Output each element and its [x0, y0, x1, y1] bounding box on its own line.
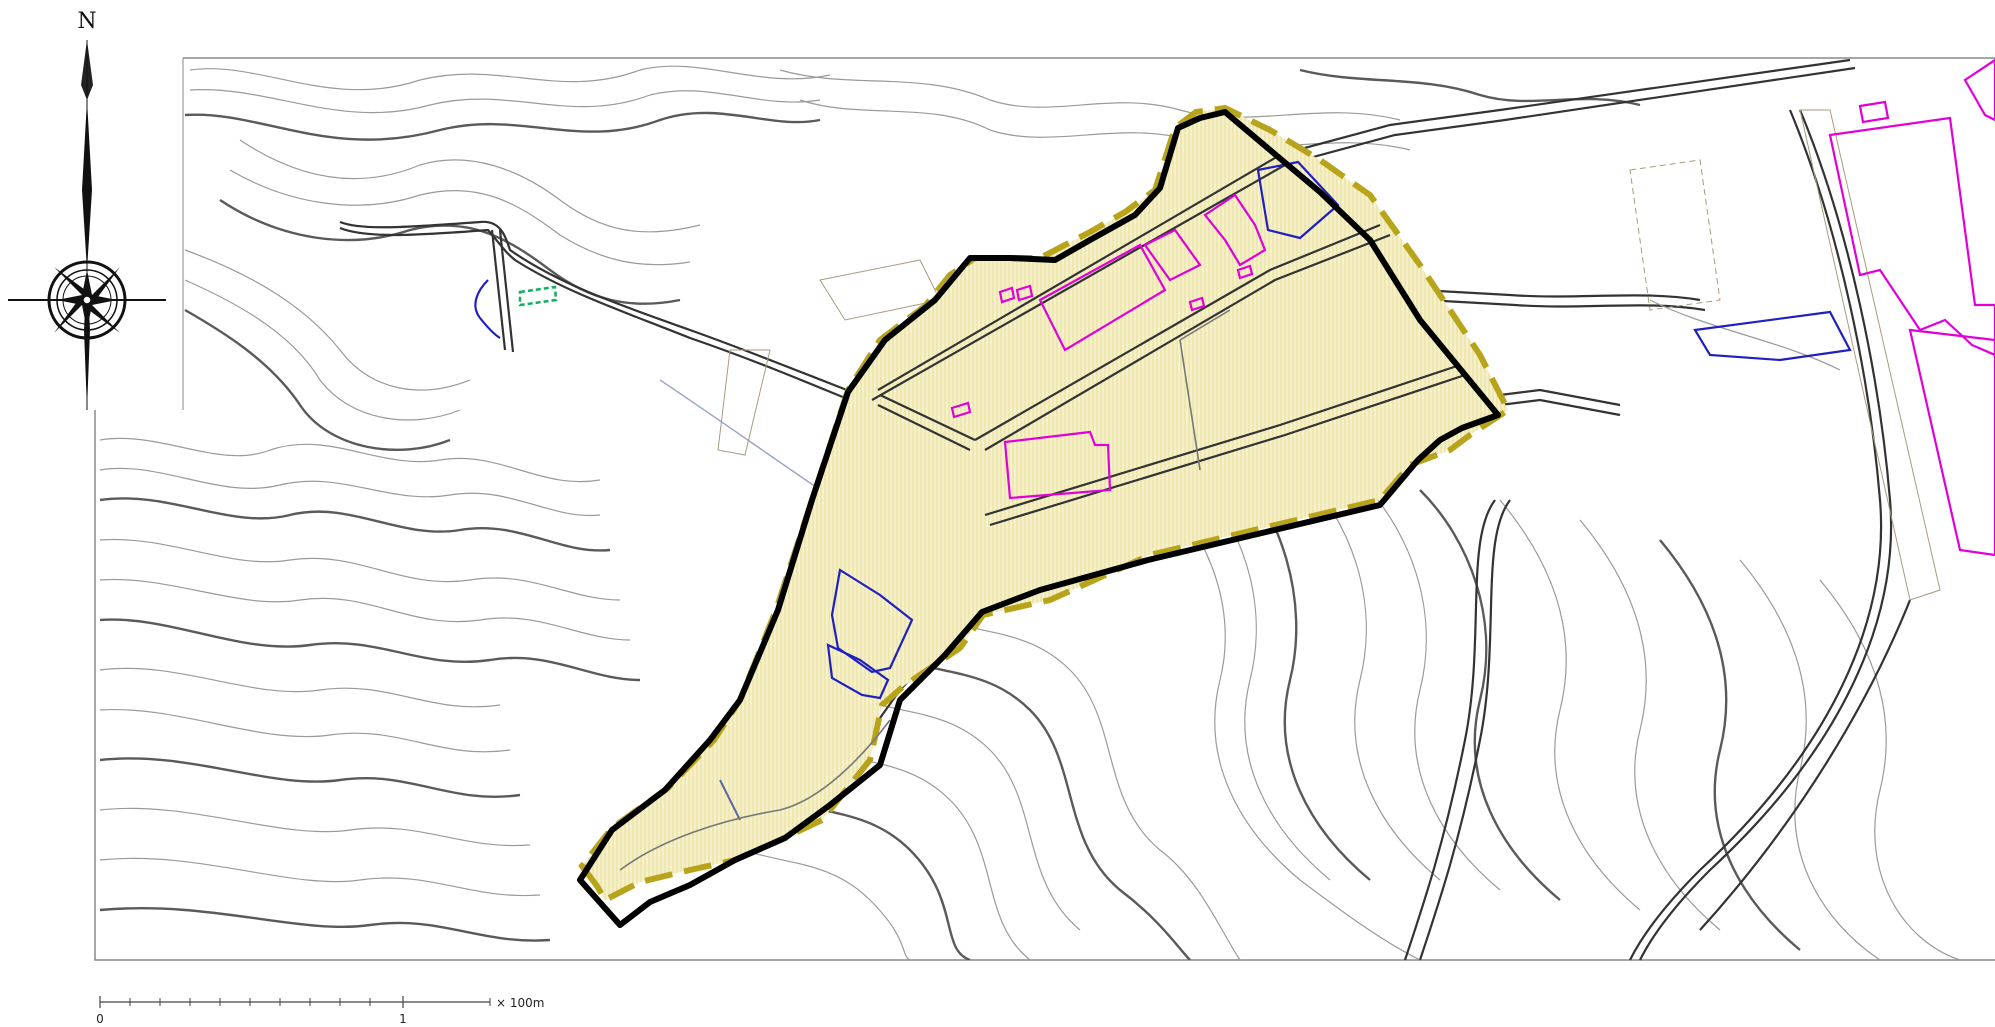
building-small-4 — [1236, 264, 1254, 280]
scale-unit-label: × 100m — [496, 996, 544, 1010]
buildings — [950, 58, 1995, 557]
pond-north — [1256, 160, 1340, 240]
building-main-south — [1003, 430, 1112, 500]
site-internal-roads — [619, 154, 1466, 871]
building-small-5 — [950, 401, 972, 419]
building-small-3 — [1188, 296, 1206, 312]
building-annex-1 — [1143, 228, 1202, 282]
pond-west — [474, 279, 501, 339]
contour-lines — [99, 65, 1961, 960]
ponds — [474, 160, 1852, 700]
scale-label-start: 0 — [96, 1012, 104, 1026]
building-small-1 — [998, 286, 1016, 304]
north-label: N — [77, 9, 96, 34]
green-feature — [518, 285, 558, 307]
scale-label-mid: 1 — [399, 1012, 407, 1026]
building-annex-2 — [1203, 193, 1267, 267]
building-east-corner — [1963, 58, 1995, 122]
building-small-2 — [1015, 284, 1034, 302]
compass-rose-icon — [8, 260, 166, 340]
building-main-north — [1038, 243, 1167, 352]
building-east-wing — [1908, 328, 1995, 557]
pond-east — [1693, 310, 1852, 362]
pond-south-lower — [826, 643, 890, 700]
building-east-small — [1858, 100, 1890, 124]
scale-bar: 0 1 × 100m — [96, 996, 544, 1026]
compass-inset: N — [0, 0, 182, 410]
map-frame — [94, 57, 1995, 961]
pond-south-upper — [830, 568, 914, 674]
site-boundary — [577, 109, 1501, 928]
building-east-large — [1828, 116, 1995, 357]
